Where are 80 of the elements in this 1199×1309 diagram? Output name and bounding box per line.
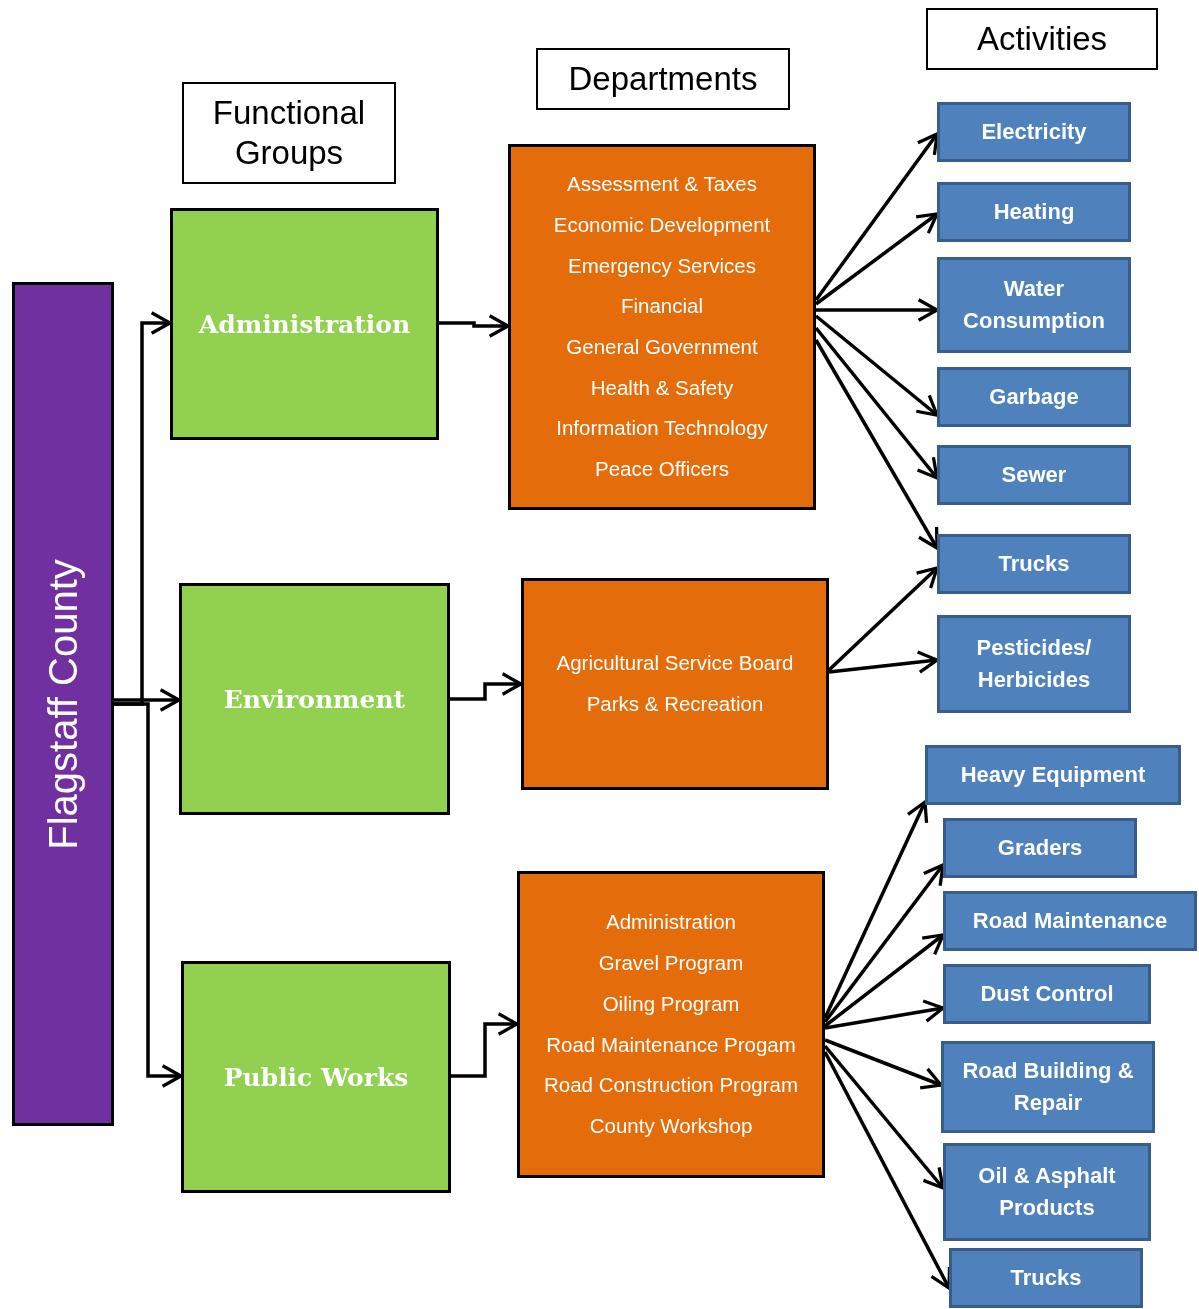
group-label: Administration	[198, 309, 411, 339]
department-name: Information Technology	[556, 415, 768, 442]
arrow	[114, 688, 181, 712]
arrow	[814, 339, 939, 550]
activity-label: Road Maintenance	[972, 907, 1168, 936]
activity-box	[943, 1143, 1151, 1241]
group-label: Public Works	[223, 1062, 409, 1092]
department-name: Peace Officers	[594, 456, 730, 483]
group-box	[170, 208, 439, 440]
department-name: Road Maintenance Progam	[546, 1031, 796, 1058]
arrow	[827, 566, 939, 672]
activity-label: Water Consumption	[962, 275, 1106, 335]
heading-text: Activities	[976, 19, 1108, 59]
activity-box	[925, 745, 1181, 805]
activity-label: Heavy Equipment	[960, 761, 1146, 790]
arrow	[439, 314, 510, 338]
activity-box	[937, 445, 1131, 505]
department-name: Agricultural Service Board	[556, 650, 794, 677]
activity-label: Road Building & Repair	[961, 1057, 1135, 1117]
activity-box	[943, 818, 1137, 878]
department-box	[508, 144, 816, 510]
activity-label: Sewer	[1001, 461, 1067, 490]
department-name: Administration	[606, 909, 736, 936]
department-name: Economic Development	[553, 211, 771, 238]
department-box	[517, 871, 825, 1178]
activity-box	[949, 1248, 1143, 1308]
activity-box	[943, 964, 1151, 1024]
heading-text: Departments	[568, 59, 758, 99]
activity-label: Pesticides/ Herbicides	[975, 634, 1093, 694]
activity-label: Oil & Asphalt Products	[977, 1162, 1117, 1222]
activity-label: Dust Control	[980, 980, 1114, 1009]
arrow	[451, 1012, 519, 1078]
activity-label: Trucks	[1010, 1264, 1082, 1293]
arrow	[814, 326, 939, 480]
column-heading-box	[182, 82, 396, 184]
activity-box	[937, 102, 1131, 162]
activity-box	[937, 615, 1131, 713]
arrow	[814, 132, 939, 302]
department-name: Parks & Recreation	[586, 691, 764, 717]
title-text: Flagstaff County	[40, 558, 86, 850]
department-name: Assessment & Taxes	[567, 171, 757, 198]
activity-box	[943, 891, 1197, 951]
activity-box	[937, 534, 1131, 594]
group-label: Environment	[223, 684, 406, 714]
activity-box	[937, 257, 1131, 353]
arrow	[828, 650, 939, 674]
department-name: General Government	[566, 334, 758, 360]
department-name: Health & Safety	[590, 374, 734, 401]
arrow	[114, 702, 183, 1088]
department-name: Financial	[620, 293, 703, 320]
arrow	[824, 999, 945, 1030]
arrow	[450, 672, 523, 701]
department-name: Gravel Program	[598, 950, 744, 977]
arrow	[814, 212, 939, 306]
arrow	[814, 314, 939, 417]
activity-label: Electricity	[981, 118, 1087, 147]
root-box	[12, 282, 114, 1126]
group-box	[179, 583, 450, 815]
activity-box	[941, 1041, 1155, 1133]
activity-label: Trucks	[998, 550, 1070, 579]
department-box	[521, 578, 829, 790]
arrow	[824, 1038, 943, 1090]
activity-box	[937, 182, 1131, 242]
heading-text: Functional Groups	[211, 93, 367, 173]
department-name: Road Construction Program	[543, 1072, 799, 1099]
activity-label: Garbage	[989, 383, 1079, 412]
department-name: Emergency Services	[568, 252, 756, 279]
department-name: County Workshop	[589, 1112, 753, 1139]
activity-box	[937, 367, 1131, 427]
arrow	[823, 1044, 945, 1190]
arrow	[823, 800, 929, 1019]
department-name: Oiling Program	[602, 990, 740, 1017]
column-heading-box	[536, 48, 790, 110]
column-heading-box	[926, 8, 1158, 70]
arrow	[823, 933, 945, 1028]
arrow	[823, 863, 945, 1024]
activity-label: Graders	[997, 834, 1083, 863]
group-box	[181, 961, 451, 1193]
activity-label: Heating	[993, 198, 1075, 227]
arrow	[816, 298, 939, 322]
